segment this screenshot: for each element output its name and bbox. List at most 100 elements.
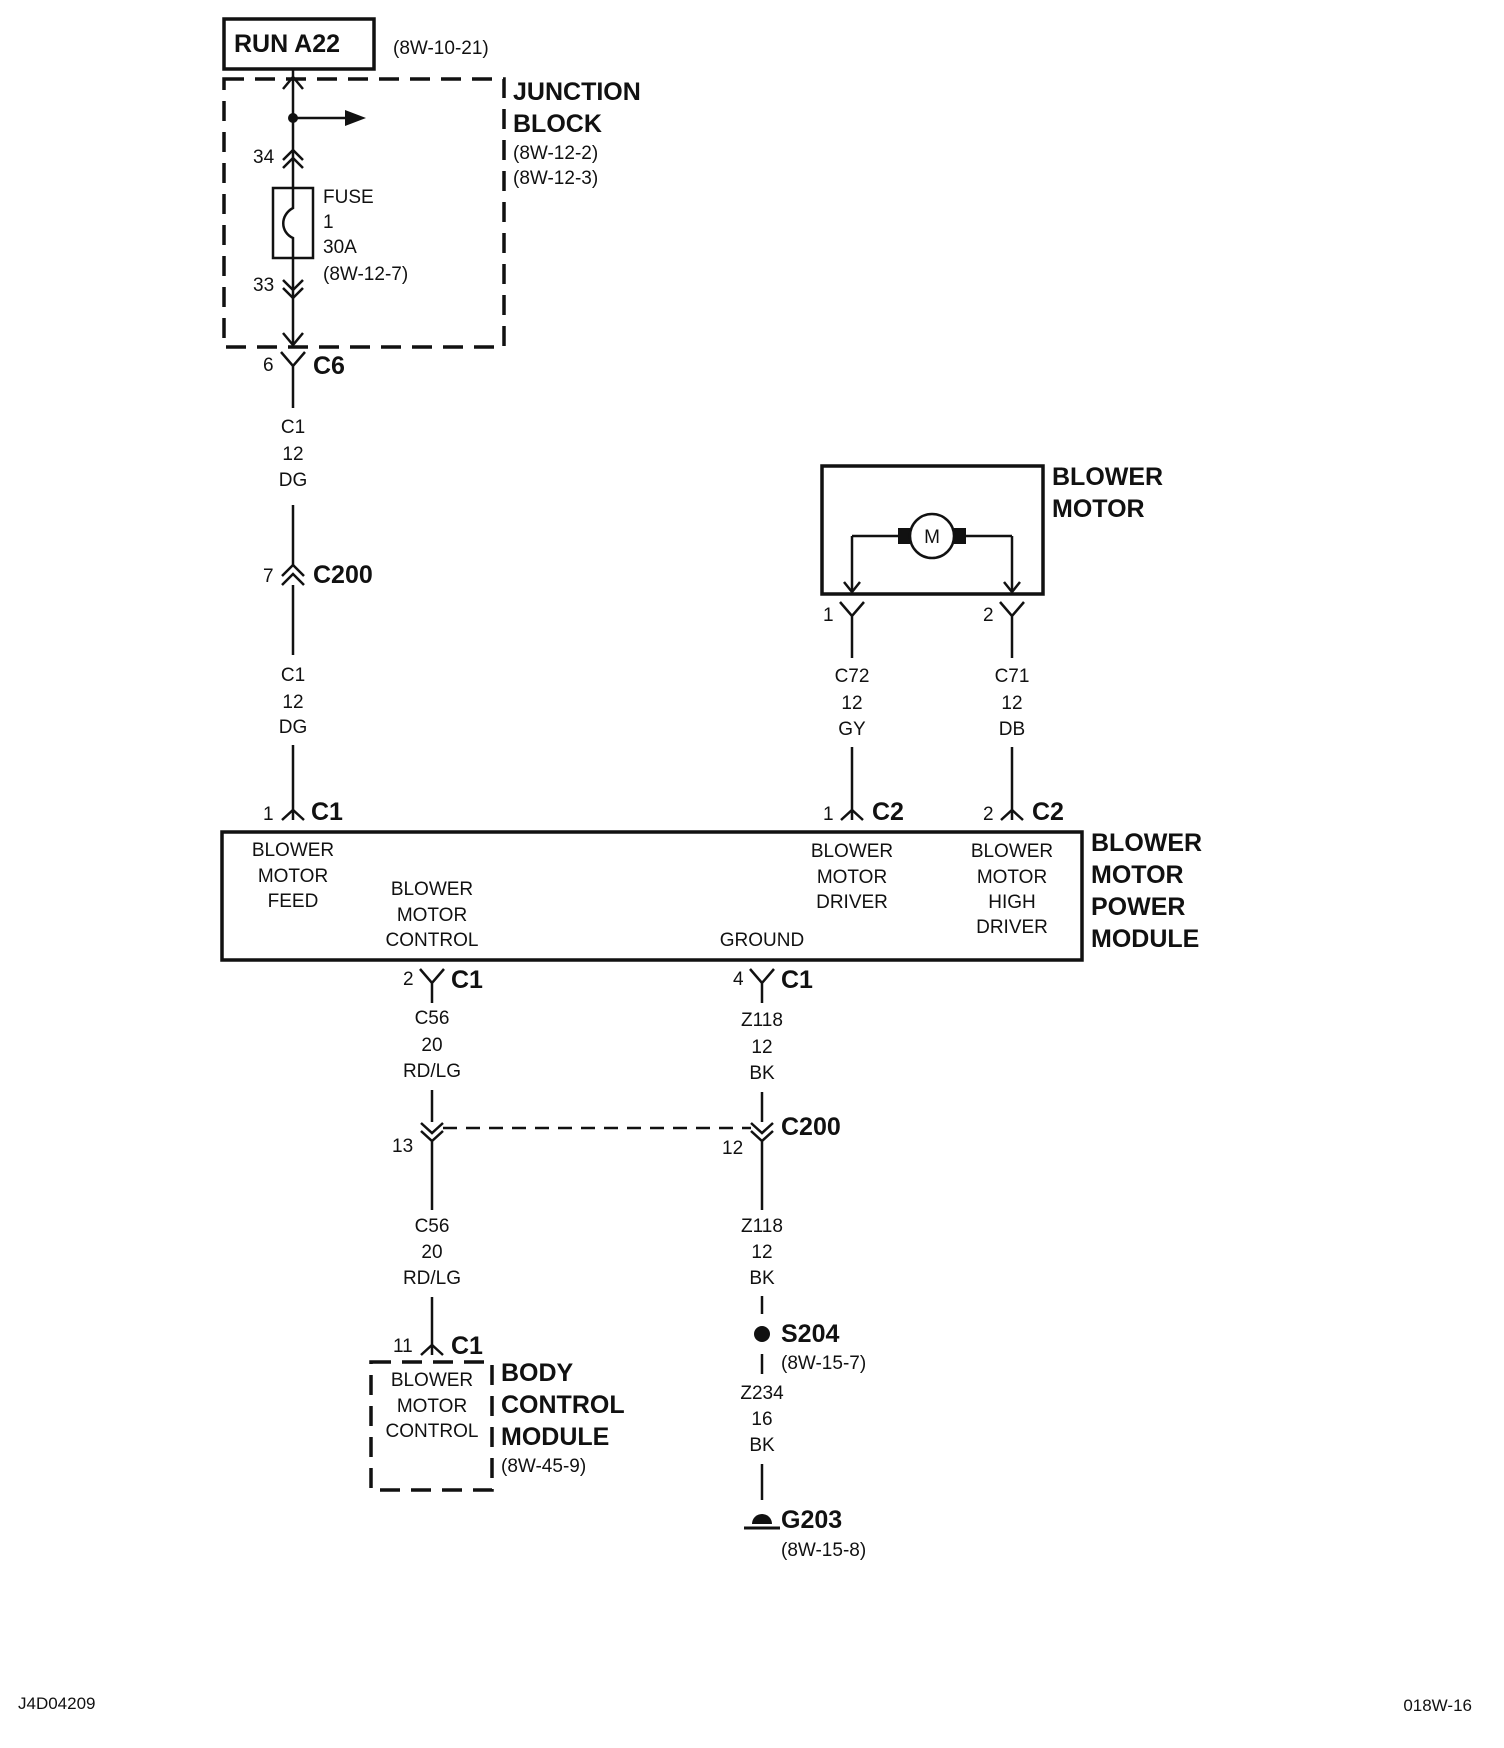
- wire-driver: C72 12 GY 1 C2: [823, 666, 904, 826]
- connector-bmpm-c1-control: 2 C1: [403, 966, 483, 1003]
- wire-feed-upper: C1 12 DG: [279, 417, 307, 565]
- pin-label-feed-3: FEED: [268, 891, 319, 912]
- ground-g203: G203 (8W-15-8): [744, 1506, 866, 1561]
- fuse-rating: 30A: [323, 237, 357, 258]
- bmpm-title-4: MODULE: [1091, 925, 1199, 953]
- bmpm-title-3: POWER: [1091, 893, 1185, 921]
- bcm-c1-name: C1: [451, 1332, 483, 1360]
- arrow-down-icon: [282, 332, 304, 347]
- connector-chevron-icon: [282, 148, 304, 169]
- pin-label-control-2: MOTOR: [397, 905, 467, 926]
- wire-color: RD/LG: [403, 1268, 461, 1289]
- connector-chevron-icon: [420, 1343, 444, 1356]
- c200-bottom-pin-right: 12: [722, 1138, 743, 1159]
- splice-name: S204: [781, 1320, 839, 1348]
- bmpm-c1-feed-name: C1: [311, 798, 343, 826]
- wire-circuit: Z118: [741, 1216, 783, 1237]
- c6-pin: 6: [263, 355, 274, 376]
- arrow-down-icon: [843, 581, 861, 595]
- wire-gauge: 20: [421, 1242, 442, 1263]
- pin-label-high-4: DRIVER: [976, 917, 1048, 938]
- connector-chevron-icon: [282, 279, 304, 300]
- wire-circuit: Z234: [740, 1383, 784, 1404]
- bmpm-c2-high-name: C2: [1032, 798, 1064, 826]
- pin-34: 34: [253, 147, 275, 168]
- c200-bottom-name: C200: [781, 1113, 841, 1141]
- wire-gauge: 16: [751, 1409, 772, 1430]
- wire-color: RD/LG: [403, 1061, 461, 1082]
- run-label: RUN A22: [234, 30, 340, 58]
- wire-gauge: 20: [421, 1035, 442, 1056]
- bcm-pin-label-2: MOTOR: [397, 1396, 467, 1417]
- c200-bottom-pin-left: 13: [392, 1136, 413, 1157]
- pin-label-feed-1: BLOWER: [252, 840, 334, 861]
- motor-icon: [908, 512, 956, 560]
- ground-ref: (8W-15-8): [781, 1540, 866, 1561]
- wire-control-lower: C56 20 RD/LG 11 C1: [393, 1216, 483, 1360]
- connector-fork-icon: [419, 968, 445, 1003]
- bmpm-title-1: BLOWER: [1091, 829, 1202, 857]
- splice-ref: (8W-15-7): [781, 1353, 866, 1374]
- wire-color: BK: [749, 1063, 775, 1084]
- arrow-up-icon: [282, 75, 304, 90]
- connector-bmpm-c1-ground: 4 C1: [733, 966, 813, 1003]
- junction-block-title-2: BLOCK: [513, 110, 602, 138]
- wire-circuit: C71: [995, 666, 1030, 687]
- pin-label-control-1: BLOWER: [391, 879, 473, 900]
- bmpm-c2-high-pin: 2: [983, 804, 994, 825]
- splice-dot-icon: [754, 1326, 770, 1342]
- bmpm-c1-ground-name: C1: [781, 966, 813, 994]
- arrow-right-icon: [345, 110, 366, 126]
- bmpm-title-2: MOTOR: [1091, 861, 1184, 889]
- bmpm-c1-control-name: C1: [451, 966, 483, 994]
- wire-ground-upper: Z118 12 BK: [741, 1010, 783, 1122]
- wire-circuit: Z118: [741, 1010, 783, 1031]
- body-control-module: BLOWER MOTOR CONTROL BODY CONTROL MODULE…: [369, 1359, 625, 1492]
- ground-icon: [752, 1514, 772, 1524]
- wire-circuit: C56: [415, 1216, 450, 1237]
- bcm-pin-label-3: CONTROL: [386, 1421, 479, 1442]
- pin-label-control-3: CONTROL: [386, 930, 479, 951]
- pin-label-high-2: MOTOR: [977, 867, 1047, 888]
- fuse-ref: (8W-12-7): [323, 264, 408, 285]
- bmpm-c2-driver-name: C2: [872, 798, 904, 826]
- motor-pin-2: 2: [983, 605, 994, 626]
- connector-chevron-icon: [1000, 808, 1024, 821]
- run-ref: (8W-10-21): [393, 38, 489, 59]
- blower-motor-title-2: MOTOR: [1052, 495, 1145, 523]
- bmpm-c1-feed-pin: 1: [263, 804, 274, 825]
- motor-symbol: M: [924, 527, 940, 548]
- wire-high-driver: C71 12 DB 2 C2: [983, 666, 1064, 826]
- pin-label-driver-1: BLOWER: [811, 841, 893, 862]
- connector-chevron-icon: [840, 808, 864, 821]
- pin-label-high-3: HIGH: [988, 892, 1036, 913]
- pin-label-ground: GROUND: [720, 930, 804, 951]
- junction-block-ref-1: (8W-12-2): [513, 143, 598, 164]
- blower-motor-power-module: BLOWER MOTOR POWER MODULE BLOWER MOTOR F…: [220, 829, 1202, 962]
- connector-chevron-icon: [281, 563, 305, 586]
- wire-color: BK: [749, 1435, 775, 1456]
- wire-color: DG: [279, 717, 308, 738]
- fuse-number: 1: [323, 212, 334, 233]
- connector-fork-icon: [999, 601, 1025, 658]
- bcm-title-2: CONTROL: [501, 1391, 625, 1419]
- bcm-title-1: BODY: [501, 1359, 574, 1387]
- pin-label-high-1: BLOWER: [971, 841, 1053, 862]
- wire-circuit: C1: [281, 417, 305, 438]
- c200-top-name: C200: [313, 561, 373, 589]
- wire-color: BK: [749, 1268, 775, 1289]
- motor-connector-1: 1: [823, 601, 865, 658]
- wire-gauge: 12: [751, 1037, 772, 1058]
- pin-label-driver-3: DRIVER: [816, 892, 888, 913]
- wire-feed-lower: C1 12 DG 1 C1: [263, 665, 343, 826]
- pin-label-driver-2: MOTOR: [817, 867, 887, 888]
- bmpm-c2-driver-pin: 1: [823, 804, 834, 825]
- junction-block-ref-2: (8W-12-3): [513, 168, 598, 189]
- splice-s204: S204 (8W-15-7): [754, 1320, 866, 1374]
- wire-control-upper: C56 20 RD/LG: [403, 1008, 461, 1122]
- connector-fork-icon: [839, 601, 865, 658]
- bmpm-c1-control-pin: 2: [403, 969, 414, 990]
- bmpm-c1-ground-pin: 4: [733, 969, 744, 990]
- motor-connector-2: 2: [983, 601, 1025, 658]
